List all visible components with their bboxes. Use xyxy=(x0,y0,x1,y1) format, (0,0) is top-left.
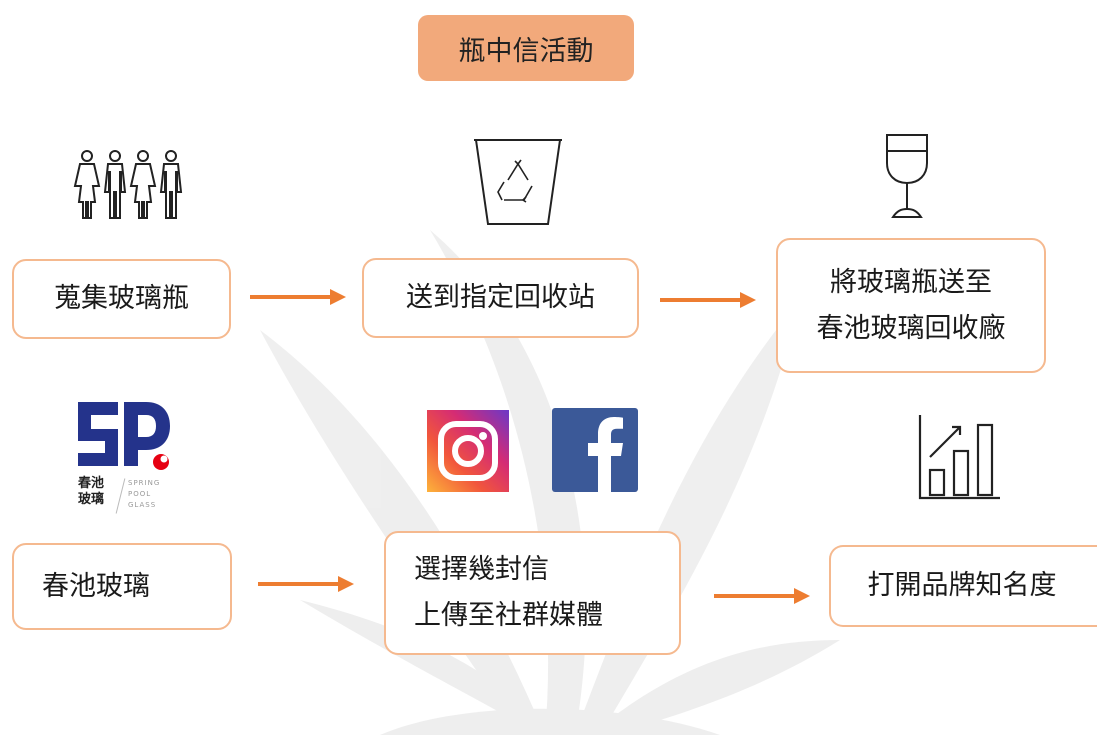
step-recycling-station-label: 送到指定回收站 xyxy=(406,282,595,313)
arrow-1 xyxy=(250,289,346,305)
step-recycling-station: 送到指定回收站 xyxy=(362,258,639,338)
people-icon xyxy=(73,150,183,219)
bar-chart-icon xyxy=(918,415,1000,500)
step-send-to-factory-line2: 春池玻璃回收廠 xyxy=(816,312,1006,344)
step-upload-social-line1: 選擇幾封信 xyxy=(414,554,549,585)
arrow-4 xyxy=(714,588,810,604)
facebook-icon xyxy=(552,408,638,492)
step-brand-awareness-label: 打開品牌知名度 xyxy=(867,570,1057,601)
step-spring-pool-label: 春池玻璃 xyxy=(42,570,150,602)
step-collect-bottles-label: 蒐集玻璃瓶 xyxy=(54,283,189,314)
instagram-icon xyxy=(427,410,509,492)
step-collect-bottles: 蒐集玻璃瓶 xyxy=(12,259,231,339)
page-title: 瓶中信活動 xyxy=(418,15,634,81)
step-upload-social-line2: 上傳至社群媒體 xyxy=(414,600,603,631)
sp-logo-mark xyxy=(78,402,170,470)
step-brand-awareness: 打開品牌知名度 xyxy=(829,545,1097,627)
logo-en-text: SPRING POOL GLASS xyxy=(128,479,161,509)
recycle-bin-icon xyxy=(474,139,562,225)
arrow-3 xyxy=(258,576,354,592)
logo-divider xyxy=(115,478,126,514)
arrow-2 xyxy=(660,292,756,308)
logo-cn-text: 春池 玻璃 xyxy=(78,476,105,507)
step-spring-pool: 春池玻璃 xyxy=(12,543,232,630)
step-upload-social: 選擇幾封信 上傳至社群媒體 xyxy=(384,531,681,655)
spring-pool-logo: 春池 玻璃 SPRING POOL GLASS xyxy=(76,398,186,520)
step-send-to-factory-line1: 將玻璃瓶送至 xyxy=(830,266,992,298)
step-send-to-factory: 將玻璃瓶送至 春池玻璃回收廠 xyxy=(776,238,1046,373)
wine-glass-icon xyxy=(886,134,928,218)
